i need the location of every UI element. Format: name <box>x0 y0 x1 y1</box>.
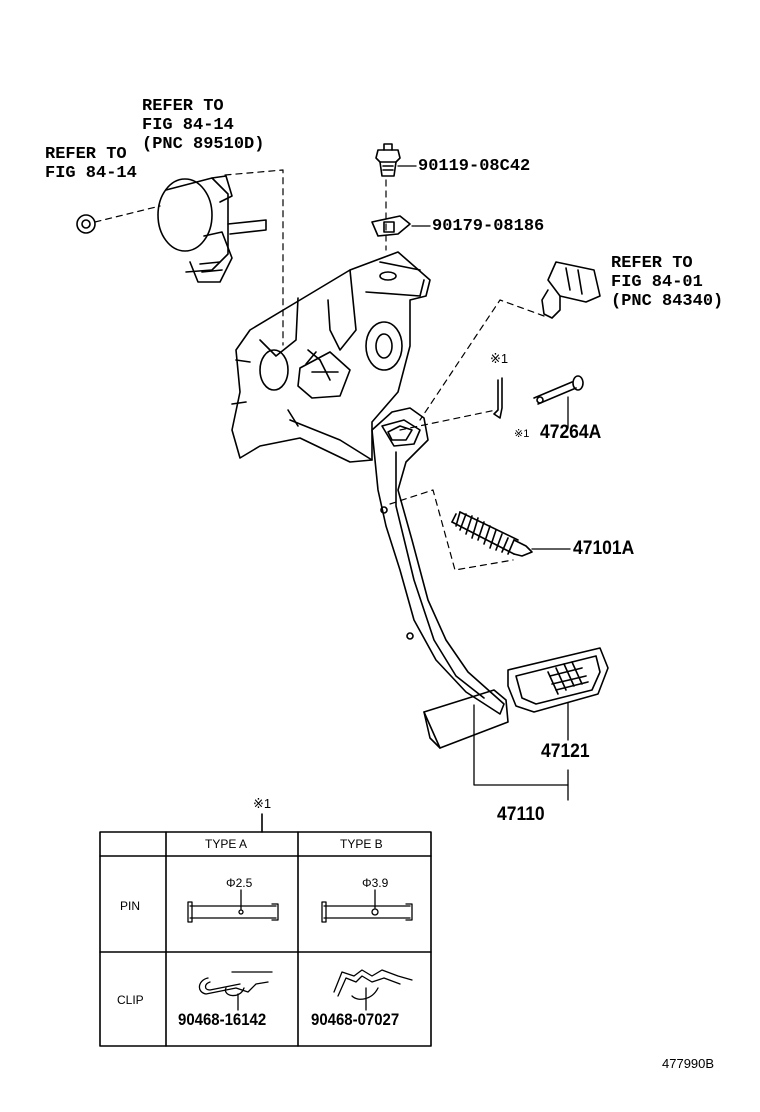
refer-sensor-line2: FIG 84-14 <box>142 116 234 135</box>
stop-lamp-switch <box>541 261 601 319</box>
clip-part <box>493 377 503 419</box>
table-mark: ※1 <box>253 796 272 811</box>
pedal-pad <box>507 647 609 713</box>
clip-a-part-number: 90468-16142 <box>178 1010 267 1029</box>
table-clip-b <box>333 969 413 1011</box>
refer-nut-line1: REFER TO <box>45 145 127 164</box>
return-spring <box>451 511 533 557</box>
table-pin-a <box>187 889 279 923</box>
table-pin-b <box>321 889 413 923</box>
refer-nut-line2: FIG 84-14 <box>45 164 137 183</box>
pedal-bracket <box>231 251 431 463</box>
refer-switch-line1: REFER TO <box>611 254 693 273</box>
part-nut-number: 90179-08186 <box>432 217 545 236</box>
part-spring-number: 47101A <box>573 538 635 559</box>
part-pedal-number: 47110 <box>497 804 545 825</box>
leader-lines <box>397 165 571 801</box>
pin-b-diameter: Φ3.9 <box>362 876 389 890</box>
table-row-clip: CLIP <box>117 993 144 1007</box>
clip-pin-table <box>99 813 432 1047</box>
clevis-pin <box>533 375 584 405</box>
pin-mark: ※1 <box>514 428 530 440</box>
table-row-pin: PIN <box>120 899 141 913</box>
table-header-type-b: TYPE B <box>340 837 383 851</box>
pedal-sensor <box>157 175 267 283</box>
refer-switch-line2: FIG 84-01 <box>611 273 703 292</box>
refer-switch-line3: (PNC 84340) <box>611 292 724 311</box>
dashed-reference-lines <box>94 169 545 571</box>
refer-sensor-line3: (PNC 89510D) <box>142 135 265 154</box>
part-pad-number: 47121 <box>541 741 590 762</box>
nut-part <box>371 215 411 237</box>
table-clip-a <box>198 971 273 1011</box>
refer-sensor-line1: REFER TO <box>142 97 224 116</box>
pin-a-diameter: Φ2.5 <box>226 876 253 890</box>
pin-note-mark: ※1 <box>490 351 509 366</box>
clip-b-part-number: 90468-07027 <box>311 1010 400 1029</box>
bolt-part <box>375 143 401 177</box>
figure-id: 477990B <box>662 1056 715 1071</box>
small-nut <box>76 214 96 234</box>
table-header-type-a: TYPE A <box>205 837 248 851</box>
pedal-foot <box>423 689 509 749</box>
part-bolt-number: 90119-08C42 <box>418 157 531 176</box>
pedal-arm <box>371 407 505 715</box>
part-pin-number: 47264A <box>540 422 602 443</box>
